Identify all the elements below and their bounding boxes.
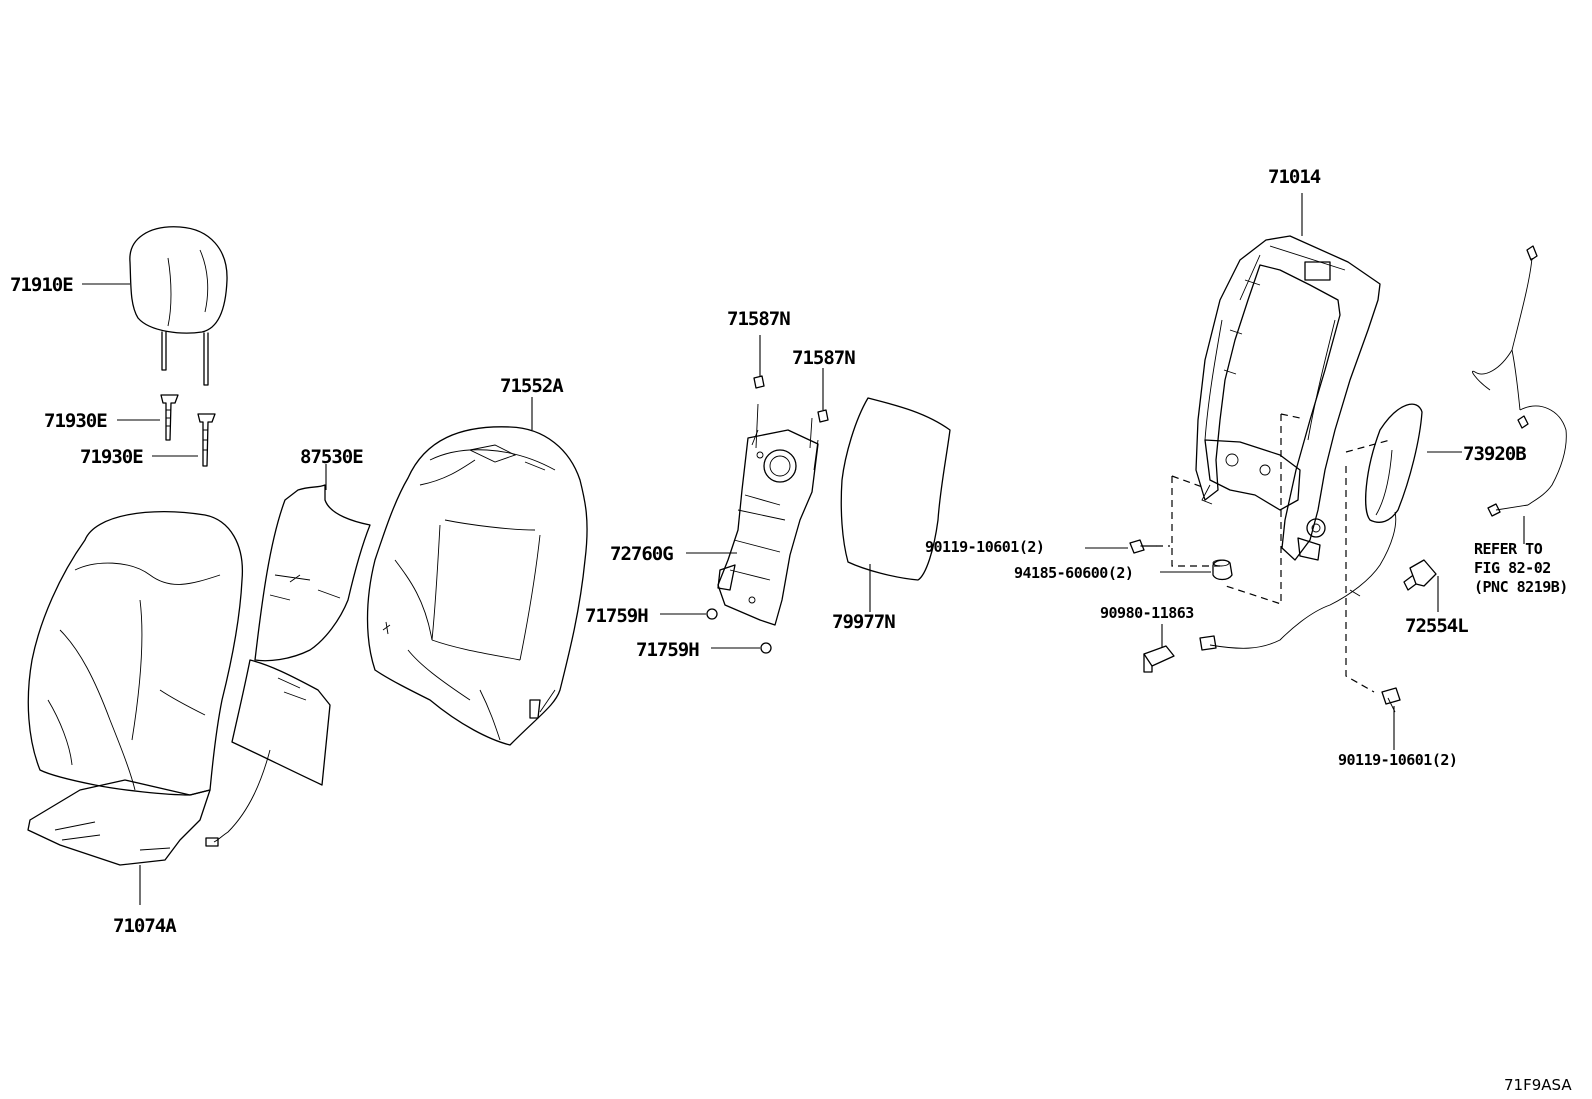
callout-71910E: 71910E bbox=[10, 274, 73, 296]
seat-back-pad bbox=[366, 426, 588, 746]
callout-90119-b: 90119-10601(2) bbox=[1338, 751, 1457, 769]
nut-a bbox=[706, 608, 718, 620]
callout-87530E: 87530E bbox=[300, 446, 363, 468]
callout-79977N: 79977N bbox=[832, 611, 895, 633]
callout-71759H-a: 71759H bbox=[585, 605, 648, 627]
figure-code: 71F9ASA bbox=[1504, 1076, 1572, 1094]
headrest-support-a bbox=[160, 394, 179, 441]
refer-note-line1: REFER TO bbox=[1474, 540, 1543, 558]
seat-back-board bbox=[840, 397, 951, 581]
wire-harness bbox=[1471, 245, 1567, 517]
side-airbag bbox=[1199, 403, 1423, 651]
callout-73920B: 73920B bbox=[1463, 443, 1526, 465]
seat-back-cover bbox=[27, 510, 244, 866]
callout-72760G: 72760G bbox=[610, 543, 673, 565]
connector bbox=[1143, 645, 1175, 673]
callout-94185: 94185-60600(2) bbox=[1014, 564, 1133, 582]
bolt-a bbox=[1129, 539, 1157, 554]
callout-71552A: 71552A bbox=[500, 375, 564, 397]
callout-71930E-a: 71930E bbox=[44, 410, 107, 432]
callout-72554L: 72554L bbox=[1405, 615, 1468, 637]
callout-71074A: 71074A bbox=[113, 915, 177, 937]
callout-71759H-b: 71759H bbox=[636, 639, 699, 661]
seat-back-frame bbox=[1195, 235, 1381, 561]
bolt-b bbox=[1381, 687, 1401, 713]
clip-b bbox=[817, 409, 829, 423]
callout-71930E-b: 71930E bbox=[80, 446, 143, 468]
refer-note-line3: (PNC 8219B) bbox=[1474, 578, 1568, 596]
cap-nut bbox=[1212, 559, 1233, 581]
refer-note-line2: FIG 82-02 bbox=[1474, 559, 1551, 577]
headrest bbox=[129, 226, 228, 386]
callout-71587N-b: 71587N bbox=[792, 347, 855, 369]
callout-90980: 90980-11863 bbox=[1100, 604, 1194, 622]
clip-a bbox=[753, 375, 765, 389]
callout-71014: 71014 bbox=[1268, 166, 1321, 188]
lumbar-support-assembly bbox=[717, 403, 819, 626]
seat-heater-pad bbox=[205, 484, 371, 847]
headrest-support-b bbox=[197, 413, 216, 467]
sensor bbox=[1403, 559, 1437, 591]
nut-b bbox=[760, 642, 772, 654]
callout-71587N-a: 71587N bbox=[727, 308, 790, 330]
callout-90119-a: 90119-10601(2) bbox=[925, 538, 1044, 556]
